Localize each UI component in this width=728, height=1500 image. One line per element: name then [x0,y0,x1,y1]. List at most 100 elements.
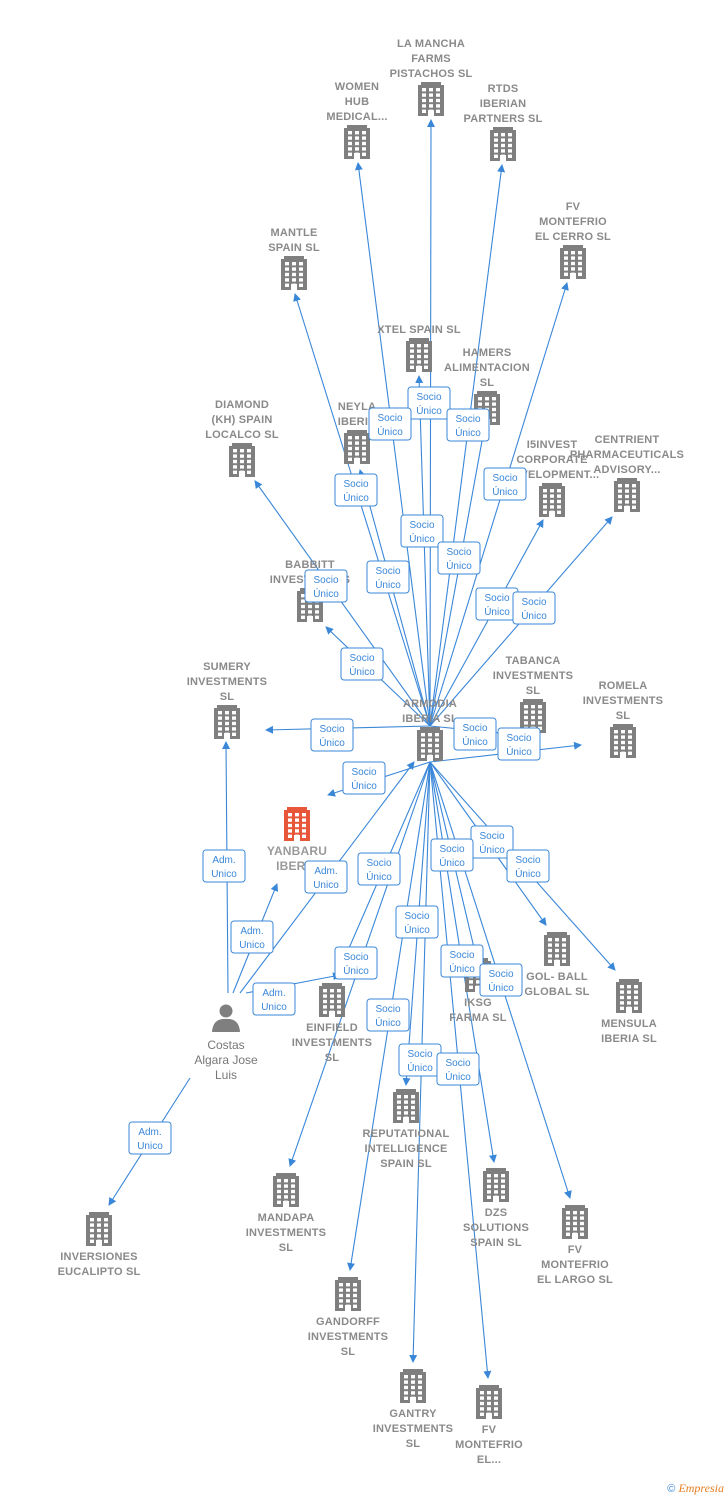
node-label-line: TABANCA [506,655,561,667]
edge-label-costas-to-einfield[interactable]: Adm.Unico [252,982,296,1016]
edge-label-text: Socio [343,479,368,490]
edge-label-text: Socio [349,653,374,664]
node-fvel[interactable]: FVMONTEFRIOEL... [455,1385,523,1466]
edge-label-costas-to-armodia[interactable]: Adm.Unico [304,860,348,894]
node-label-line: GLOBAL SL [524,986,589,998]
node-label-line: SL [341,1346,356,1358]
node-neyla[interactable]: NEYLA IBERIA [338,401,376,464]
node-label-line: Algara Jose [194,1053,258,1067]
edge-label-text: Socio [484,593,509,604]
node-label-line: FV [566,201,581,213]
node-label-line: LA MANCHA [397,38,465,50]
edge-label-text: Socio [375,566,400,577]
edge-label-text: Único [416,404,442,417]
node-centrient[interactable]: CENTRIENTPHARMACEUTICALSADVISORY... [570,434,684,512]
node-label-line: EL CERRO SL [535,231,611,243]
node-womenhub[interactable]: WOMENHUBMEDICAL... [326,81,387,159]
node-label-line: SL [526,685,541,697]
edge-armodia-to-i5invest [429,519,544,727]
footer-brand[interactable]: © Empresia [667,1481,724,1496]
node-label-line: SPAIN SL [470,1237,522,1249]
edge-label-text: Único [313,587,339,600]
building-icon [229,443,255,477]
edge-label-text: Socio [521,597,546,608]
building-icon [335,1277,361,1311]
node-label-line: SPAIN SL [268,242,320,254]
node-label-line: NEYLA [338,401,376,413]
edge-label-costas-to-yanbaru[interactable]: Adm.Unico [230,920,274,954]
node-label-line: PHARMACEUTICALS [570,449,684,461]
node-label-line: MONTEFRIO [541,1259,609,1271]
edge-label-text: Único [351,779,377,792]
node-label-line: LOCALCO SL [205,429,279,441]
edge-label-costas-to-sumery[interactable]: Adm.Unico [202,849,246,883]
node-label-line: IBERIAN [480,98,527,110]
edge-label-text: Socio [313,575,338,586]
node-label-line: MANTLE [270,227,317,239]
node-label-line: IBERIA [338,416,376,428]
edge-label-text: Socio [366,858,391,869]
node-xtel[interactable]: XTEL SPAIN SL [377,324,461,372]
edge-label-costas-to-inversiones[interactable]: Adm.Unico [128,1121,172,1155]
node-label-line: ROMELA [599,680,648,692]
edge-label-text: Adm. [138,1127,161,1138]
edge-label-text: Único [484,605,510,618]
node-label-line: SL [279,1242,294,1254]
edge-label-text: Único [449,962,475,975]
node-i5invest[interactable]: I5INVESTCORPORATEDEVELOPMENT... [505,439,599,517]
edge-label-text: Socio [377,413,402,424]
edge-label-text: Adm. [240,926,263,937]
node-mantle[interactable]: MANTLE SPAIN SL [268,227,320,290]
edge-label-text: Único [407,1061,433,1074]
node-label-line: CORPORATE [516,454,587,466]
node-label-line: SL [220,691,235,703]
